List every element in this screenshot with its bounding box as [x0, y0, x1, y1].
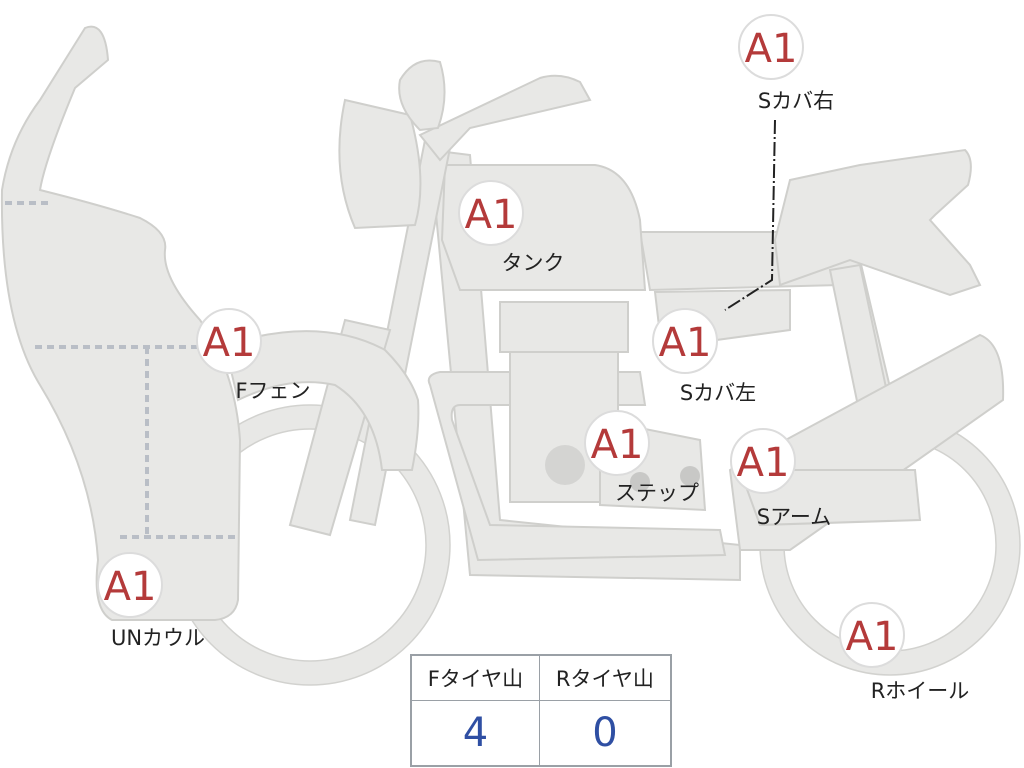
rear-tire-tread-value: 0: [538, 700, 672, 767]
svg-text:A1: A1: [104, 564, 157, 610]
svg-text:A1: A1: [659, 320, 712, 366]
front-fender: [223, 330, 420, 471]
frame-loop: [427, 371, 727, 562]
label-swing-arm: Sアーム: [757, 505, 831, 529]
label-tank: タンク: [502, 251, 565, 275]
svg-text:A1: A1: [846, 614, 899, 660]
svg-text:A1: A1: [203, 320, 256, 366]
badge-left-side-cover: A1: [652, 308, 718, 374]
svg-text:A1: A1: [591, 422, 644, 468]
badge-swing-arm: A1: [730, 428, 796, 494]
seat: [773, 148, 982, 297]
label-left-side-cover: Sカバ左: [680, 381, 756, 405]
svg-text:A1: A1: [465, 192, 518, 238]
mirror: [398, 59, 446, 132]
front-tire-tread-value: 4: [410, 700, 540, 767]
badge-under-cowl: A1: [97, 552, 163, 618]
label-rear-side-cover: Sカバ右: [758, 89, 834, 113]
label-rear-wheel: Rホイール: [871, 679, 970, 703]
handlebar: [418, 74, 592, 162]
rear-tire-tread-header: Rタイヤ山: [538, 654, 672, 701]
front-tire-tread-header: Fタイヤ山: [410, 654, 540, 701]
svg-text:A1: A1: [745, 26, 798, 72]
table-header-row: Fタイヤ山 Rタイヤ山: [410, 654, 672, 701]
leader-line: [724, 119, 776, 311]
badge-step: A1: [584, 410, 650, 476]
svg-text:A1: A1: [737, 440, 790, 486]
label-under-cowl: UNカウル: [111, 626, 205, 650]
fairing: [0, 25, 242, 621]
headlight: [338, 98, 422, 230]
label-front-fender: Fフェン: [235, 379, 310, 403]
badge-rear-wheel: A1: [839, 602, 905, 668]
tire-tread-table: Fタイヤ山 Rタイヤ山 4 0: [410, 654, 672, 767]
table-value-row: 4 0: [410, 700, 672, 767]
label-step: ステップ: [615, 481, 699, 505]
badge-rear-side-cover: A1: [738, 14, 804, 80]
badge-front-fender: A1: [196, 308, 262, 374]
badge-tank: A1: [458, 180, 524, 246]
